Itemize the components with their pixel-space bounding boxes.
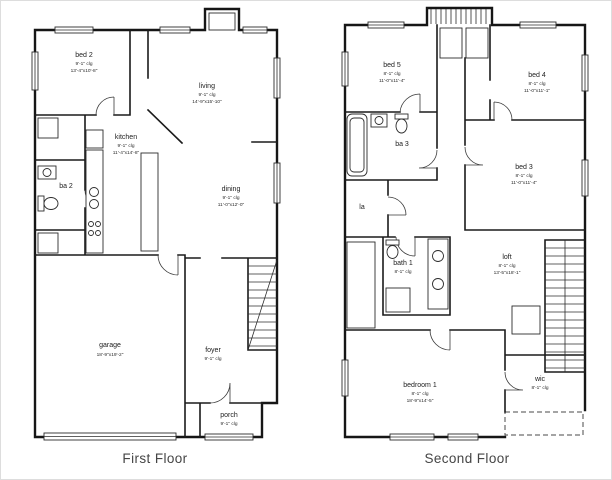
vanity-sink-icon [432,278,444,290]
room-label-garage: garage 18'-9"x19'-2" [97,342,124,358]
room-dims-bed2: 13'-4"x10'-8" [71,68,98,74]
room-name-bed4: bed 4 [528,72,546,79]
room-dims-bed4: 11'-0"x11'-1" [524,88,550,94]
first-floor-interior-walls [35,30,505,437]
first-floor-windows [31,26,281,441]
bath3-sink-basin-icon [374,116,384,125]
room-name-porch: porch [220,412,238,419]
closet [465,27,489,59]
room-name-bath1: bath 1 [393,260,413,267]
window-centerlines [34,29,278,438]
toilet-icon [386,245,399,259]
second-floor-plan: bed 5 8'-1" clg 11'-0"x11'-4" bed 4 8'-1… [341,6,589,466]
room-name-ba2: ba 2 [59,183,73,190]
room-clg-bath1: 8'-1" clg [394,269,411,275]
room-label-porch: porch 9'-1" clg [220,412,238,427]
toilet-tank-icon [385,239,400,246]
room-clg-loft: 8'-1" clg [498,263,515,269]
first-floor-caption: First Floor [122,451,187,466]
window-centerlines [344,24,586,438]
vanity-sink-icon [432,250,444,262]
first-floor-fixtures [37,12,236,254]
stove-burner-icon [88,230,94,236]
room-name-dining: dining [222,186,241,193]
fridge-icon [85,129,104,149]
second-floor-labels: bed 5 8'-1" clg 11'-0"x11'-4" bed 4 8'-1… [359,62,550,404]
stove-burner-icon [95,230,101,236]
room-dims-kitchen: 11'-4"x14'-8" [113,150,140,156]
second-floor-caption: Second Floor [424,451,509,466]
second-floor-windows [341,21,589,441]
room-name-kitchen: kitchen [115,134,137,141]
room-name-wic: wic [534,376,546,383]
room-name-foyer: foyer [205,347,221,354]
bath2-sink-basin-icon [42,168,52,177]
toilet-icon [395,118,408,134]
room-clg-porch: 9'-1" clg [220,421,237,427]
room-label-living: living 9'-1" clg 14'-9"x15'-10" [192,83,222,105]
first-floor-exterior-walls [33,7,279,439]
room-dims-living: 14'-9"x15'-10" [192,99,222,105]
room-label-bed3: bed 3 8'-1" clg 11'-0"x11'-4" [511,164,537,186]
room-clg-foyer: 9'-1" clg [204,356,221,362]
bath1-vanity [427,238,449,310]
room-label-bed5: bed 5 8'-1" clg 11'-0"x11'-4" [379,62,405,84]
linen-closet [511,305,541,335]
stove-burner-icon [88,221,94,227]
room-clg-bed5: 8'-1" clg [383,71,400,77]
room-label-foyer: foyer 9'-1" clg [204,347,221,362]
kitchen-sink-icon [89,187,99,197]
room-name-la: la [359,204,365,211]
room-name-garage: garage [99,342,121,349]
stove-burner-icon [95,221,101,227]
room-clg-kitchen: 9'-1" clg [117,143,134,149]
room-label-dining: dining 9'-1" clg 11'-0"x12'-0" [218,186,245,208]
room-name-bed5: bed 5 [383,62,401,69]
room-clg-wic: 8'-1" clg [531,385,548,391]
fireplace-icon [208,12,236,31]
room-label-bed4: bed 4 8'-1" clg 11'-0"x11'-1" [524,72,550,94]
second-floor-dashed-roof-outline [504,411,584,436]
room-label-bath1: bath 1 8'-1" clg [393,260,413,275]
bathtub-basin-icon [349,117,365,173]
room-dims-garage: 18'-9"x19'-2" [97,352,124,358]
second-floor-fixtures [346,27,541,335]
room-dims-dining: 11'-0"x12'-0" [218,202,245,208]
room-label-wic: wic 8'-1" clg [531,376,548,391]
room-name-bed2: bed 2 [75,52,93,59]
room-clg-dining: 9'-1" clg [222,195,239,201]
first-floor-labels: bed 2 9'-1" clg 13'-4"x10'-8" living 9'-… [59,52,244,427]
room-clg-bed4: 8'-1" clg [528,81,545,87]
room-dims-bedroom1: 18'-9"x14'-5" [407,398,434,404]
room-label-kitchen: kitchen 9'-1" clg 11'-4"x14'-8" [113,134,140,156]
toilet-tank-icon [394,113,409,120]
room-name-living: living [199,83,215,90]
closet [439,27,463,59]
room-dims-bed3: 11'-0"x11'-4" [511,180,537,186]
room-clg-bed3: 8'-1" clg [515,173,532,179]
room-dims-loft: 13'-5"x18'-1" [494,270,521,276]
room-dims-bed5: 11'-0"x11'-4" [379,78,405,84]
shower-icon [385,287,411,313]
room-clg-bedroom1: 8'-1" clg [411,391,428,397]
second-floor-door-swings [387,93,524,391]
first-floor-plan: bed 2 9'-1" clg 13'-4"x10'-8" living 9'-… [31,7,505,466]
room-name-bedroom1: bedroom 1 [403,382,437,389]
room-label-bed2: bed 2 9'-1" clg 13'-4"x10'-8" [71,52,98,74]
toilet-icon [43,197,59,210]
closet [37,117,59,139]
kitchen-island [140,152,159,252]
room-clg-bed2: 9'-1" clg [75,61,92,67]
kitchen-sink-icon [89,199,99,209]
room-name-bed3: bed 3 [515,164,533,171]
room-label-bedroom1: bedroom 1 8'-1" clg 18'-9"x14'-5" [403,382,437,404]
storage-closet [346,241,376,329]
room-clg-living: 9'-1" clg [198,92,215,98]
room-name-ba3: ba 3 [395,141,409,148]
room-label-loft: loft 8'-1" clg 13'-5"x18'-1" [494,254,521,276]
toilet-tank-icon [37,195,45,212]
room-name-loft: loft [502,254,511,261]
utility-closet [37,232,59,254]
